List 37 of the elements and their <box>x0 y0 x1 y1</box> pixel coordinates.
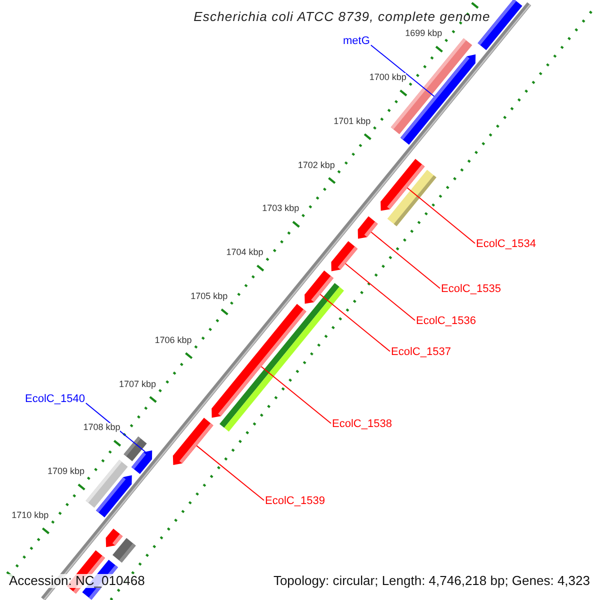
tick-label: 1707 kbp <box>118 380 156 390</box>
gene-bar <box>387 170 436 226</box>
tick-label: 1709 kbp <box>47 467 84 477</box>
gene-bar <box>96 475 132 518</box>
tick-label: 1706 kbp <box>154 336 192 346</box>
tick-label: 1710 kbp <box>12 510 49 521</box>
tick-label: 1700 kbp <box>369 73 406 83</box>
gene-bar <box>172 418 214 465</box>
leader-line <box>196 445 264 501</box>
gene-bar <box>331 241 358 272</box>
tick-label: 1708 kbp <box>83 423 120 434</box>
leader-line <box>370 44 435 97</box>
tick-label: 1702 kbp <box>298 160 335 170</box>
gene-bar <box>124 436 147 462</box>
gene-bar <box>390 38 472 134</box>
tick-label: 1701 kbp <box>334 116 371 127</box>
leader-line <box>406 187 476 244</box>
leader-line <box>370 232 440 289</box>
title: Escherichia coli ATCC 8739, complete genome <box>192 10 492 24</box>
gene-label: EcolC_1538 <box>332 418 392 430</box>
gene-label: metG <box>343 35 370 48</box>
gene-label: EcolC_1535 <box>441 283 501 296</box>
gene-label: EcolC_1537 <box>391 346 451 358</box>
leader-line <box>260 366 332 424</box>
gene-label: EcolC_1539 <box>265 495 325 508</box>
gene-label: EcolC_1540 <box>25 393 85 406</box>
gene-label: EcolC_1536 <box>416 315 476 328</box>
gene-label: EcolC_1534 <box>476 238 536 250</box>
leader-line <box>320 294 390 352</box>
tick-label: 1705 kbp <box>190 292 228 302</box>
gene-bar <box>106 528 123 548</box>
leader-line <box>344 263 416 321</box>
tick-label: 1699 kbp <box>405 29 442 40</box>
gene-bar <box>358 216 378 239</box>
tick-label: 1704 kbp <box>226 248 264 258</box>
gene-bar <box>112 538 136 563</box>
tick-label: 1703 kbp <box>262 204 300 214</box>
